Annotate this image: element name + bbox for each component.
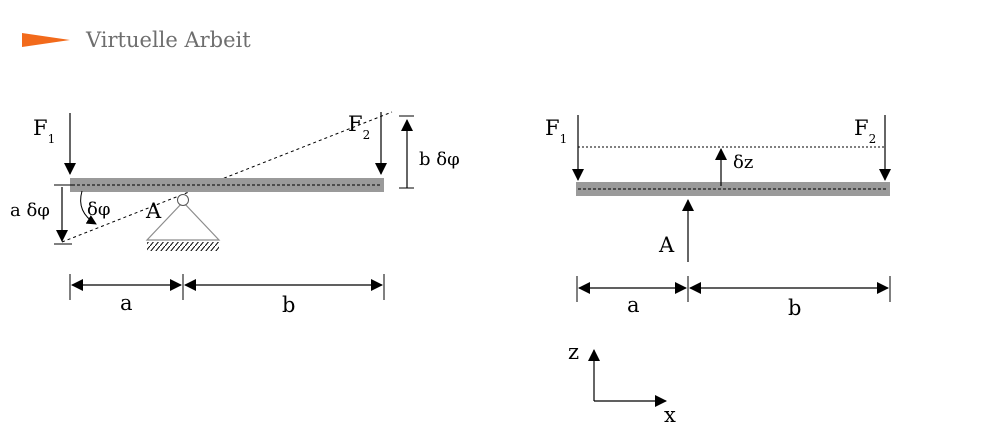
rotation-angle-label: δφ [87, 199, 110, 220]
page-header: Virtuelle Arbeit [22, 24, 251, 56]
reaction-a-label: A [658, 233, 675, 257]
force-f2-label: F2 [854, 116, 876, 146]
dimension-b-label: b [282, 293, 295, 317]
page-title: Virtuelle Arbeit [86, 28, 251, 52]
dimension-a-label: a [627, 293, 640, 317]
force-f1-label: F1 [545, 116, 567, 146]
right-figure: F1 F2 δz A a b [545, 115, 891, 320]
dimension-a-label: a [120, 291, 133, 315]
z-axis-label: z [568, 340, 579, 364]
rotated-beam-line [61, 111, 393, 243]
left-figure: F1 F2 b δφ a δφ δφ A a b [10, 111, 460, 317]
orange-triangle-icon [22, 33, 70, 47]
support-a-label: A [145, 199, 162, 223]
dimension-b-label: b [788, 296, 801, 320]
left-displacement-label: a δφ [10, 200, 50, 221]
displacement-label: δz [733, 152, 753, 173]
force-f2-label: F2 [348, 112, 370, 142]
pin-support [145, 194, 221, 251]
force-f1-label: F1 [33, 116, 55, 146]
coordinate-axes: z x [568, 340, 676, 427]
right-displacement-label: b δφ [419, 149, 460, 170]
rotation-angle-arc [80, 190, 97, 225]
x-axis-label: x [664, 403, 676, 427]
